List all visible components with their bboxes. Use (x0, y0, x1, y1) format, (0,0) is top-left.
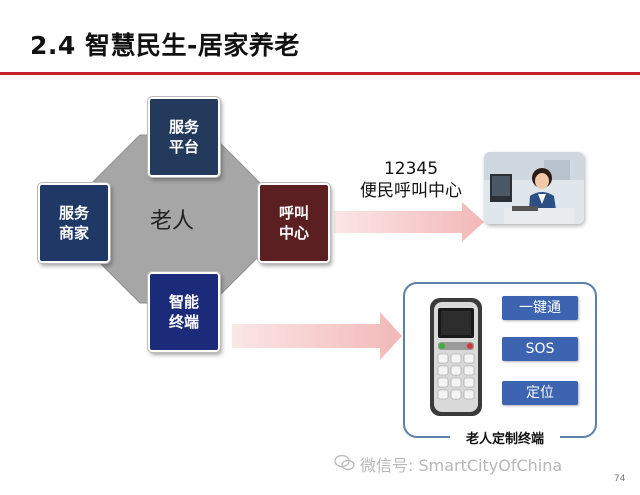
node-service-platform-line1: 服务 (168, 118, 199, 136)
node-service-platform: 服务 平台 (147, 96, 221, 178)
center-label-elder: 老人 (150, 209, 195, 234)
node-call-center-line2: 中心 (278, 224, 309, 242)
slide-title: 2.4 智慧民生-居家养老 (30, 31, 300, 60)
wechat-icon (334, 454, 355, 471)
feature-one-key: 一键通 (502, 296, 578, 320)
node-smart-terminal-line1: 智能 (168, 293, 199, 311)
node-call-center: 呼叫 中心 (257, 182, 331, 264)
hotline-number: 12345 (383, 159, 439, 179)
hotline-name: 便民呼叫中心 (360, 181, 462, 201)
elder-phone-icon (430, 298, 482, 416)
title-divider (0, 72, 640, 75)
page-number: 74 (614, 474, 626, 484)
watermark-text: 微信号: SmartCityOfChina (360, 456, 563, 475)
hotline-label: 12345 便民呼叫中心 (336, 158, 486, 202)
feature-sos: SOS (502, 337, 578, 361)
arrow-to-call-center (334, 202, 484, 242)
node-service-merchants-line2: 商家 (58, 224, 89, 242)
arrow-to-device (232, 312, 402, 360)
node-call-center-line1: 呼叫 (278, 204, 309, 222)
node-service-merchants: 服务 商家 (37, 182, 111, 264)
node-smart-terminal-line2: 终端 (168, 313, 199, 331)
device-caption: 老人定制终端 (450, 428, 560, 447)
node-service-merchants-line1: 服务 (58, 204, 89, 222)
call-center-photo (484, 152, 584, 224)
feature-location: 定位 (502, 381, 578, 405)
node-smart-terminal: 智能 终端 (147, 271, 221, 353)
node-service-platform-line2: 平台 (168, 138, 199, 156)
